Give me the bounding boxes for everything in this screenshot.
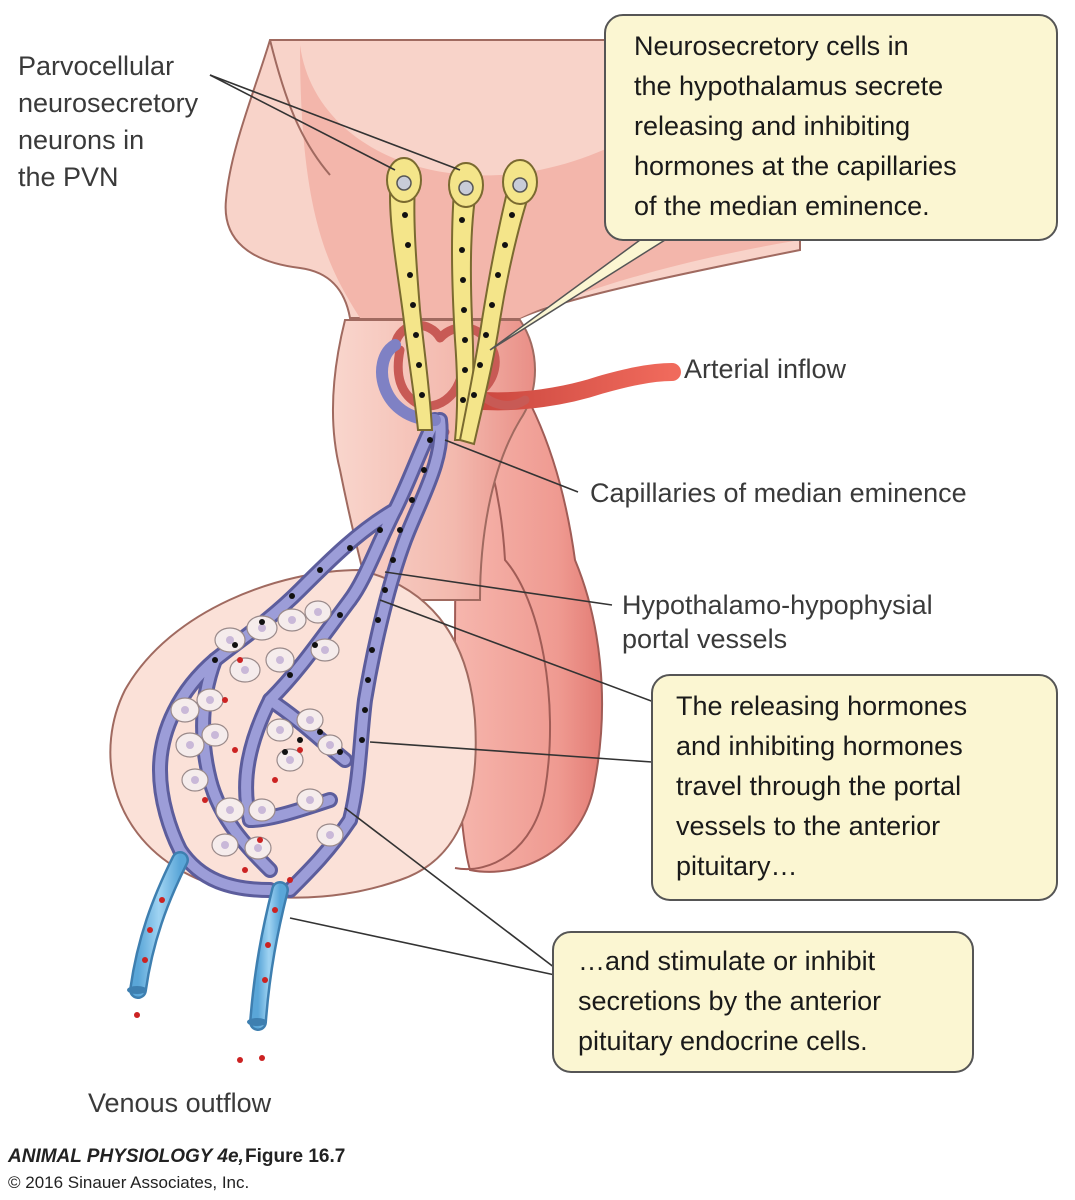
venous-outflow-vessels [127, 851, 289, 1063]
svg-text:portal vessels: portal vessels [622, 624, 787, 654]
svg-text:of the median eminence.: of the median eminence. [634, 191, 930, 221]
callout-middle: The releasing hormones and inhibiting ho… [651, 674, 1058, 901]
svg-text:neurosecretory: neurosecretory [18, 88, 199, 118]
svg-text:releasing and inhibiting: releasing and inhibiting [634, 111, 910, 141]
svg-text:ANIMAL PHYSIOLOGY 4e,: ANIMAL PHYSIOLOGY 4e, [7, 1146, 244, 1167]
svg-text:pituitary endocrine cells.: pituitary endocrine cells. [578, 1026, 868, 1056]
hormone-granules [212, 212, 515, 755]
svg-text:neurons in: neurons in [18, 125, 144, 155]
svg-text:pituitary…: pituitary… [676, 851, 798, 881]
svg-text:secretions by the anterior: secretions by the anterior [578, 986, 881, 1016]
svg-text:Hypothalamo-hypophysial: Hypothalamo-hypophysial [622, 590, 933, 620]
svg-text:…and stimulate or inhibit: …and stimulate or inhibit [578, 946, 876, 976]
svg-text:The releasing hormones: The releasing hormones [676, 691, 967, 721]
svg-text:the hypothalamus secrete: the hypothalamus secrete [634, 71, 943, 101]
label-capillaries: Capillaries of median eminence [590, 478, 967, 508]
svg-text:© 2016 Sinauer Associates, Inc: © 2016 Sinauer Associates, Inc. [8, 1173, 249, 1192]
svg-text:and inhibiting hormones: and inhibiting hormones [676, 731, 963, 761]
svg-text:Neurosecretory cells in: Neurosecretory cells in [634, 31, 909, 61]
svg-text:hormones at the capillaries: hormones at the capillaries [634, 151, 957, 181]
anterior-pituitary-endocrine-cells [170, 600, 344, 860]
callout-top: Neurosecretory cells in the hypothalamus… [604, 14, 1058, 241]
label-venous-outflow: Venous outflow [88, 1088, 272, 1118]
svg-text:travel through the portal: travel through the portal [676, 771, 961, 801]
pointer-lines [209, 74, 663, 976]
label-arterial-inflow: Arterial inflow [684, 354, 847, 384]
svg-text:the PVN: the PVN [18, 162, 119, 192]
label-portal-vessels: Hypothalamo-hypophysial portal vessels [622, 590, 933, 654]
svg-text:Figure 16.7: Figure 16.7 [245, 1146, 345, 1167]
svg-text:Parvocellular: Parvocellular [18, 51, 174, 81]
label-pvn: Parvocellular neurosecretory neurons in … [18, 51, 199, 192]
figure-credit: ANIMAL PHYSIOLOGY 4e, Figure 16.7 © 2016… [7, 1146, 345, 1192]
callout-bottom: …and stimulate or inhibit secretions by … [552, 931, 974, 1073]
svg-text:vessels to the anterior: vessels to the anterior [676, 811, 940, 841]
